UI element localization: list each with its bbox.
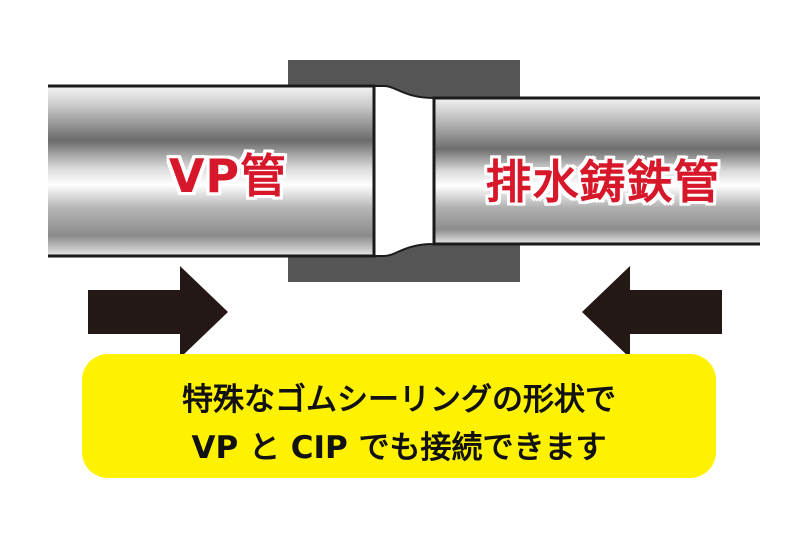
callout-line-2: VP と CIP でも接続できます [191, 430, 607, 466]
cast-iron-pipe-label: 排水鋳鉄管 [485, 155, 721, 209]
cast-iron-pipe [432, 96, 770, 246]
callout-box: 特殊なゴムシーリングの形状で VP と CIP でも接続できます [82, 354, 716, 478]
vp-pipe-left-edge-mask [36, 82, 48, 260]
vp-pipe [38, 84, 376, 258]
arrow-right-icon [88, 266, 228, 358]
rubber-seal [369, 85, 435, 257]
callout-line-1: 特殊なゴムシーリングの形状で [182, 382, 616, 418]
vp-pipe-label: VP管 [168, 149, 288, 203]
cast-iron-pipe-right-edge-mask [760, 94, 774, 248]
arrow-left-icon [582, 266, 722, 358]
